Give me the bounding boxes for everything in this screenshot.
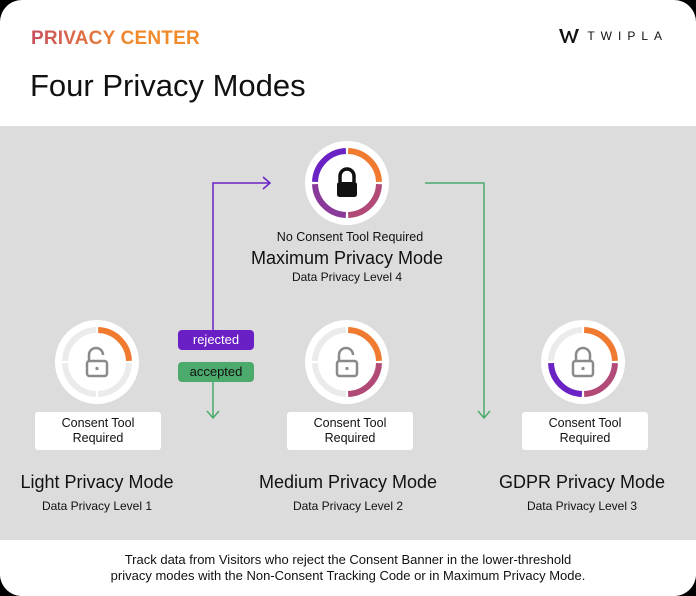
medium-level-ring <box>305 320 389 404</box>
level-segment-filled <box>312 148 347 183</box>
level-segment-filled <box>583 362 618 397</box>
lock-open-icon <box>335 346 359 378</box>
level-segment-empty <box>312 362 347 397</box>
level-segment-empty <box>548 327 583 362</box>
gdpr-level-text: Data Privacy Level 3 <box>526 499 638 513</box>
logo-text: TWIPLA <box>587 29 668 43</box>
level-segment-empty <box>97 362 132 397</box>
lock-closed-icon <box>337 167 357 197</box>
twipla-logo-icon <box>559 29 580 43</box>
level-segment-empty <box>62 327 97 362</box>
max-to-gdpr-arrow <box>425 182 485 418</box>
accepted-label: accepted <box>178 362 254 382</box>
level-segment-filled <box>97 327 132 362</box>
max-to-gdpr-arrow-head <box>477 410 491 420</box>
gdpr-mode-title: GDPR Privacy Mode <box>498 472 666 492</box>
lock-closed-icon <box>571 346 595 378</box>
medium-mode-title: Medium Privacy Mode <box>258 472 438 492</box>
accepted-arrow-head <box>206 410 220 420</box>
level-segment-filled <box>347 148 382 183</box>
light-level-text: Data Privacy Level 1 <box>41 499 153 513</box>
maximum-level-text: Data Privacy Level 4 <box>291 270 403 284</box>
flow-arrows <box>206 176 491 420</box>
maximum-mode-title: Maximum Privacy Mode <box>250 248 444 268</box>
level-segment-empty <box>62 362 97 397</box>
rejected-label: rejected <box>178 330 254 350</box>
twipla-logo: TWIPLA <box>559 28 668 44</box>
footer-line-1: Track data from Visitors who reject the … <box>124 552 572 567</box>
diagram-area: rejected accepted No Consent Tool Requir… <box>0 126 696 540</box>
brand-label: PRIVACY CENTER <box>31 28 200 49</box>
level-segment-filled <box>347 183 382 218</box>
medium-level-text: Data Privacy Level 2 <box>292 499 404 513</box>
level-segment-filled <box>583 327 618 362</box>
level-segment-filled <box>548 362 583 397</box>
footer-note: Track data from Visitors who reject the … <box>0 540 696 596</box>
maximum-consent-text: No Consent Tool Required <box>276 230 424 244</box>
page-title: Four Privacy Modes <box>30 68 306 103</box>
level-segment-filled <box>312 183 347 218</box>
gdpr-level-ring <box>541 320 625 404</box>
maximum-level-ring <box>305 141 389 225</box>
level-segment-empty <box>312 327 347 362</box>
light-mode-title: Light Privacy Mode <box>20 472 174 492</box>
level-segment-filled <box>347 362 382 397</box>
light-level-ring <box>55 320 139 404</box>
rejected-arrow-head <box>262 176 272 190</box>
lock-open-icon <box>85 346 109 378</box>
level-segment-filled <box>347 327 382 362</box>
rejected-arrow <box>212 182 270 330</box>
footer-line-2: privacy modes with the Non-Consent Track… <box>110 568 586 583</box>
